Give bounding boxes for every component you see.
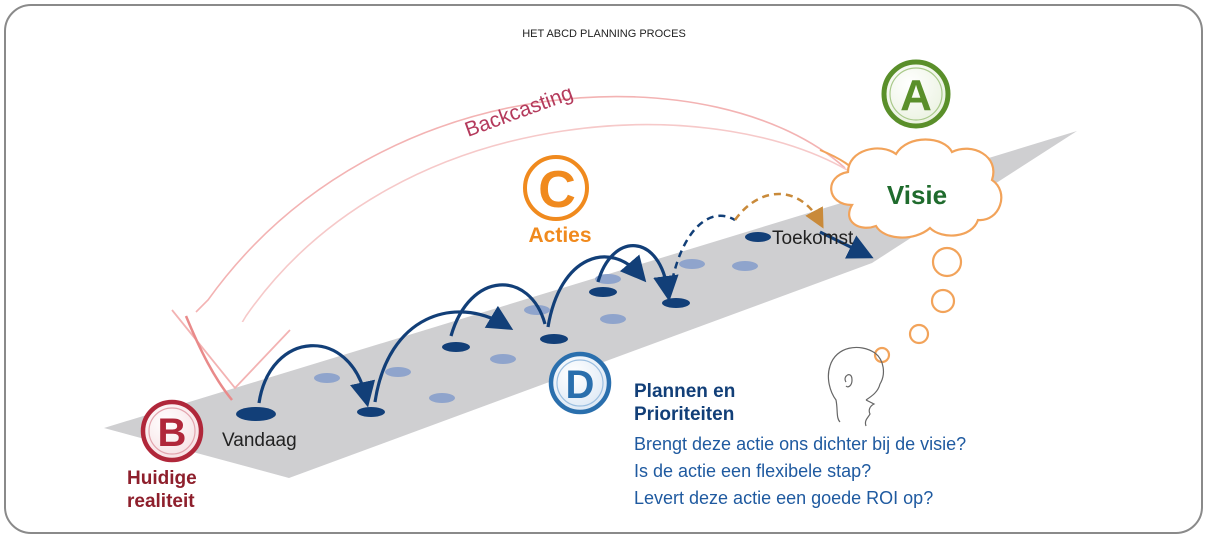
step-d-badge: D <box>548 351 612 415</box>
step-c-letter: C <box>538 161 576 219</box>
road-dot <box>385 367 411 377</box>
step-c-label: Acties <box>528 224 591 247</box>
step-b-label-line2: realiteit <box>127 491 195 512</box>
step-dot <box>357 407 385 417</box>
step-dot <box>589 287 617 297</box>
road <box>104 131 1077 478</box>
step-d-letter: D <box>566 363 595 407</box>
dashed-arrow-orange <box>733 192 824 229</box>
diagram-title: HET ABCD PLANNING PROCES <box>522 28 686 40</box>
step-dot <box>540 334 568 344</box>
thought-bubble <box>908 323 930 345</box>
step-dot-end <box>745 232 771 242</box>
step-dot <box>662 298 690 308</box>
step-b-label-line1: Huidige <box>127 468 197 489</box>
step-a-badge: A <box>881 59 951 129</box>
question-2: Is de actie een flexibele stap? <box>634 461 871 481</box>
road-dots <box>314 259 758 403</box>
road-dot <box>524 305 550 315</box>
step-dot <box>442 342 470 352</box>
road-dot <box>732 261 758 271</box>
thought-bubbles <box>873 246 963 364</box>
step-b-letter: B <box>158 411 187 455</box>
label-toekomst: Toekomst <box>772 228 854 249</box>
step-d-heading-line1: Plannen en <box>634 381 735 402</box>
question-3: Levert deze actie een goede ROI op? <box>634 488 933 508</box>
step-d-heading-line2: Prioriteiten <box>634 404 734 425</box>
road-dot <box>429 393 455 403</box>
road-dot <box>490 354 516 364</box>
thought-bubble <box>931 246 963 278</box>
arrow-to-toekomst <box>819 230 874 259</box>
road-dot <box>679 259 705 269</box>
visie-label: Visie <box>887 180 947 210</box>
step-c-badge: C <box>523 155 589 221</box>
road-dot <box>600 314 626 324</box>
road-dot <box>595 274 621 284</box>
step-b-badge: B <box>140 399 204 463</box>
backcasting-arrow <box>171 95 869 401</box>
hop-arrows <box>257 244 679 408</box>
step-dot-start <box>236 407 276 421</box>
visie-cloud <box>830 138 1003 239</box>
road-dot <box>314 373 340 383</box>
head-sketch-icon <box>827 346 885 427</box>
step-dots <box>236 232 771 421</box>
label-vandaag: Vandaag <box>222 430 297 451</box>
thought-bubble <box>930 288 956 314</box>
question-1: Brengt deze actie ons dichter bij de vis… <box>634 434 966 454</box>
step-a-letter: A <box>900 71 932 120</box>
